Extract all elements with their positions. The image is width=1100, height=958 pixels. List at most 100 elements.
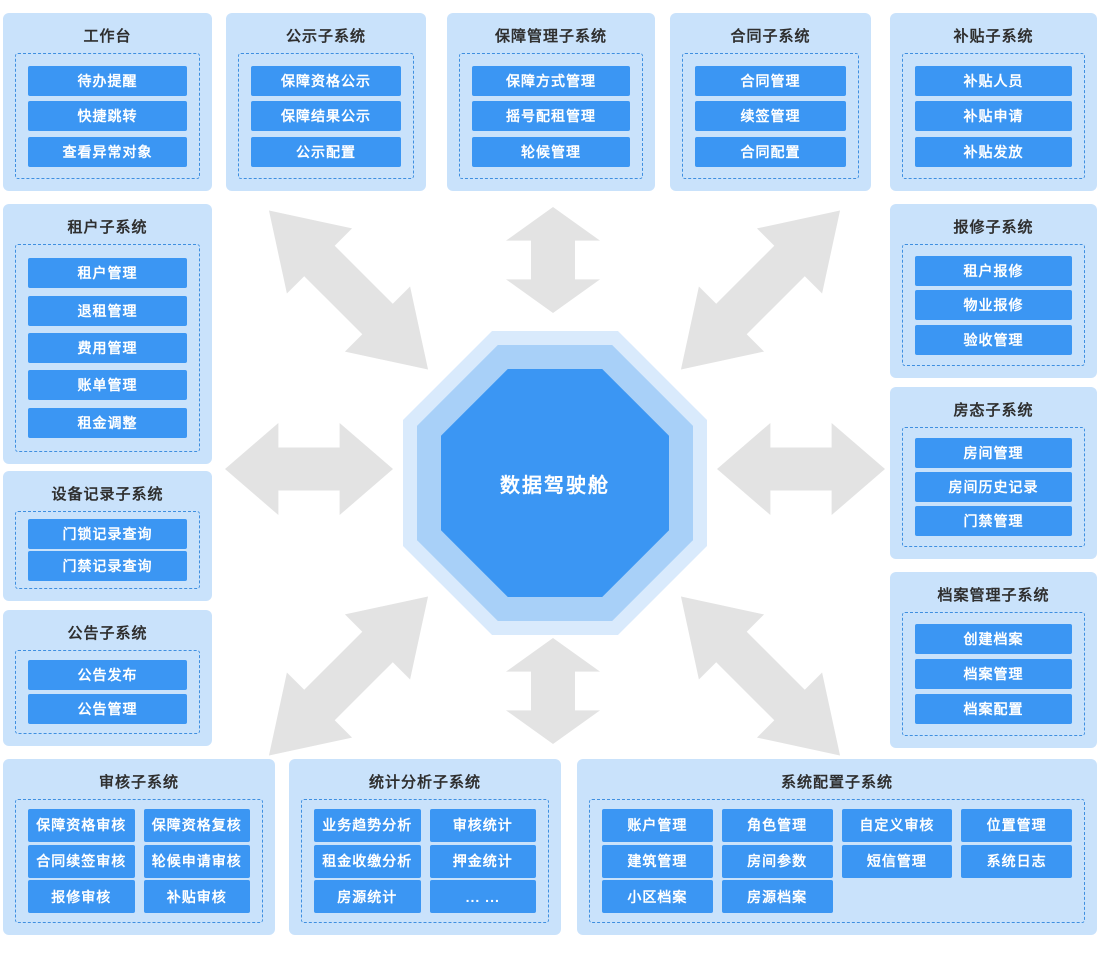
button-device-record[interactable]: 门锁记录查询	[28, 519, 187, 550]
button-system-config[interactable]: 小区档案	[602, 880, 713, 914]
octagon-core: 数据驾驶舱	[441, 369, 669, 597]
octagon-middle-ring: 数据驾驶舱	[417, 345, 693, 621]
button-guarantee[interactable]: 轮候管理	[472, 136, 630, 167]
button-system-config[interactable]: 房间参数	[721, 844, 833, 878]
panel-title-contract: 合同子系统	[730, 28, 811, 45]
button-repair[interactable]: 验收管理	[915, 324, 1072, 355]
panel-title-device-record: 设备记录子系统	[51, 486, 164, 503]
button-room-status[interactable]: 房间历史记录	[915, 472, 1072, 502]
button-audit[interactable]: 补贴审核	[143, 880, 250, 914]
panel-title-archive: 档案管理子系统	[937, 587, 1050, 604]
button-tenant[interactable]: 费用管理	[28, 332, 187, 363]
double-arrow-east-icon	[717, 420, 885, 518]
button-system-config[interactable]: 角色管理	[721, 808, 833, 842]
panel-publicity: 公示子系统保障资格公示保障结果公示公示配置	[226, 13, 426, 191]
panel-device-record: 设备记录子系统门锁记录查询门禁记录查询	[3, 471, 212, 601]
button-subsidy[interactable]: 补贴人员	[915, 65, 1072, 96]
button-notice[interactable]: 公告发布	[28, 660, 187, 691]
button-audit[interactable]: 保障资格审核	[28, 808, 135, 842]
panel-repair: 报修子系统租户报修物业报修验收管理	[890, 204, 1097, 378]
panel-title-workbench: 工作台	[83, 28, 132, 45]
panel-audit: 审核子系统保障资格审核保障资格复核合同续签审核轮候申请审核报修审核补贴审核	[3, 759, 275, 935]
panel-items-audit: 保障资格审核保障资格复核合同续签审核轮候申请审核报修审核补贴审核	[15, 799, 263, 923]
button-guarantee[interactable]: 摇号配租管理	[472, 101, 630, 131]
button-tenant[interactable]: 租金调整	[28, 407, 187, 438]
panel-contract: 合同子系统合同管理续签管理合同配置	[670, 13, 871, 191]
button-notice[interactable]: 公告管理	[28, 693, 187, 724]
button-publicity[interactable]: 保障结果公示	[251, 101, 401, 131]
button-system-config[interactable]: 自定义审核	[841, 808, 953, 842]
button-tenant[interactable]: 账单管理	[28, 370, 187, 401]
panel-items-notice: 公告发布公告管理	[15, 650, 200, 734]
button-audit[interactable]: 报修审核	[28, 880, 135, 914]
panel-title-guarantee: 保障管理子系统	[494, 28, 607, 45]
button-archive[interactable]: 档案管理	[915, 659, 1072, 689]
button-subsidy[interactable]: 补贴申请	[915, 101, 1072, 131]
button-tenant[interactable]: 退租管理	[28, 295, 187, 326]
panel-items-tenant: 租户管理退租管理费用管理账单管理租金调整	[15, 244, 200, 452]
button-system-config[interactable]: 建筑管理	[602, 844, 713, 878]
button-publicity[interactable]: 公示配置	[251, 136, 401, 167]
panel-title-room-status: 房态子系统	[953, 402, 1034, 419]
button-audit[interactable]: 轮候申请审核	[143, 844, 250, 878]
button-contract[interactable]: 续签管理	[695, 101, 846, 131]
button-statistics[interactable]: 押金统计	[429, 844, 536, 878]
double-arrow-south-icon	[503, 638, 603, 744]
panel-title-system-config: 系统配置子系统	[780, 774, 893, 791]
button-system-config[interactable]: 房源档案	[721, 880, 833, 914]
button-tenant[interactable]: 租户管理	[28, 258, 187, 289]
button-room-status[interactable]: 房间管理	[915, 438, 1072, 468]
octagon-outer-ring: 数据驾驶舱	[403, 331, 707, 635]
button-archive[interactable]: 档案配置	[915, 694, 1072, 724]
data-cockpit[interactable]: 数据驾驶舱	[403, 331, 707, 635]
button-statistics[interactable]: ... ...	[429, 880, 536, 914]
button-archive[interactable]: 创建档案	[915, 624, 1072, 654]
button-system-config[interactable]: 位置管理	[961, 808, 1072, 842]
button-system-config[interactable]: 账户管理	[602, 808, 713, 842]
button-audit[interactable]: 合同续签审核	[28, 844, 135, 878]
button-statistics[interactable]: 房源统计	[314, 880, 421, 914]
panel-archive: 档案管理子系统创建档案档案管理档案配置	[890, 572, 1097, 748]
panel-title-notice: 公告子系统	[67, 625, 148, 642]
panel-title-statistics: 统计分析子系统	[368, 774, 481, 791]
button-statistics[interactable]: 审核统计	[429, 808, 536, 842]
panel-items-publicity: 保障资格公示保障结果公示公示配置	[238, 53, 414, 179]
button-workbench[interactable]: 快捷跳转	[28, 101, 187, 131]
button-guarantee[interactable]: 保障方式管理	[472, 65, 630, 96]
panel-guarantee: 保障管理子系统保障方式管理摇号配租管理轮候管理	[447, 13, 655, 191]
button-statistics[interactable]: 业务趋势分析	[314, 808, 421, 842]
panel-title-repair: 报修子系统	[953, 219, 1034, 236]
panel-title-publicity: 公示子系统	[285, 28, 366, 45]
panel-items-device-record: 门锁记录查询门禁记录查询	[15, 511, 200, 589]
panel-items-workbench: 待办提醒快捷跳转查看异常对象	[15, 53, 200, 179]
button-room-status[interactable]: 门禁管理	[915, 506, 1072, 536]
double-arrow-west-icon	[225, 420, 393, 518]
button-subsidy[interactable]: 补贴发放	[915, 136, 1072, 167]
double-arrow-north-icon	[503, 207, 603, 313]
double-arrow-northwest-icon	[234, 176, 462, 404]
panel-title-subsidy: 补贴子系统	[953, 28, 1034, 45]
panel-items-subsidy: 补贴人员补贴申请补贴发放	[902, 53, 1085, 179]
double-arrow-northeast-icon	[646, 176, 874, 404]
button-repair[interactable]: 租户报修	[915, 255, 1072, 286]
panel-system-config: 系统配置子系统账户管理角色管理自定义审核位置管理建筑管理房间参数短信管理系统日志…	[577, 759, 1097, 935]
button-publicity[interactable]: 保障资格公示	[251, 65, 401, 96]
button-statistics[interactable]: 租金收缴分析	[314, 844, 421, 878]
panel-items-repair: 租户报修物业报修验收管理	[902, 244, 1085, 366]
button-workbench[interactable]: 待办提醒	[28, 65, 187, 96]
double-arrow-southeast-icon	[646, 562, 874, 790]
panel-workbench: 工作台待办提醒快捷跳转查看异常对象	[3, 13, 212, 191]
button-device-record[interactable]: 门禁记录查询	[28, 550, 187, 581]
button-workbench[interactable]: 查看异常对象	[28, 136, 187, 167]
double-arrow-southwest-icon	[234, 562, 462, 790]
button-repair[interactable]: 物业报修	[915, 290, 1072, 320]
button-contract[interactable]: 合同配置	[695, 136, 846, 167]
button-contract[interactable]: 合同管理	[695, 65, 846, 96]
panel-items-archive: 创建档案档案管理档案配置	[902, 612, 1085, 736]
button-audit[interactable]: 保障资格复核	[143, 808, 250, 842]
panel-items-guarantee: 保障方式管理摇号配租管理轮候管理	[459, 53, 643, 179]
button-system-config[interactable]: 系统日志	[961, 844, 1072, 878]
button-system-config[interactable]: 短信管理	[841, 844, 953, 878]
panel-notice: 公告子系统公告发布公告管理	[3, 610, 212, 746]
